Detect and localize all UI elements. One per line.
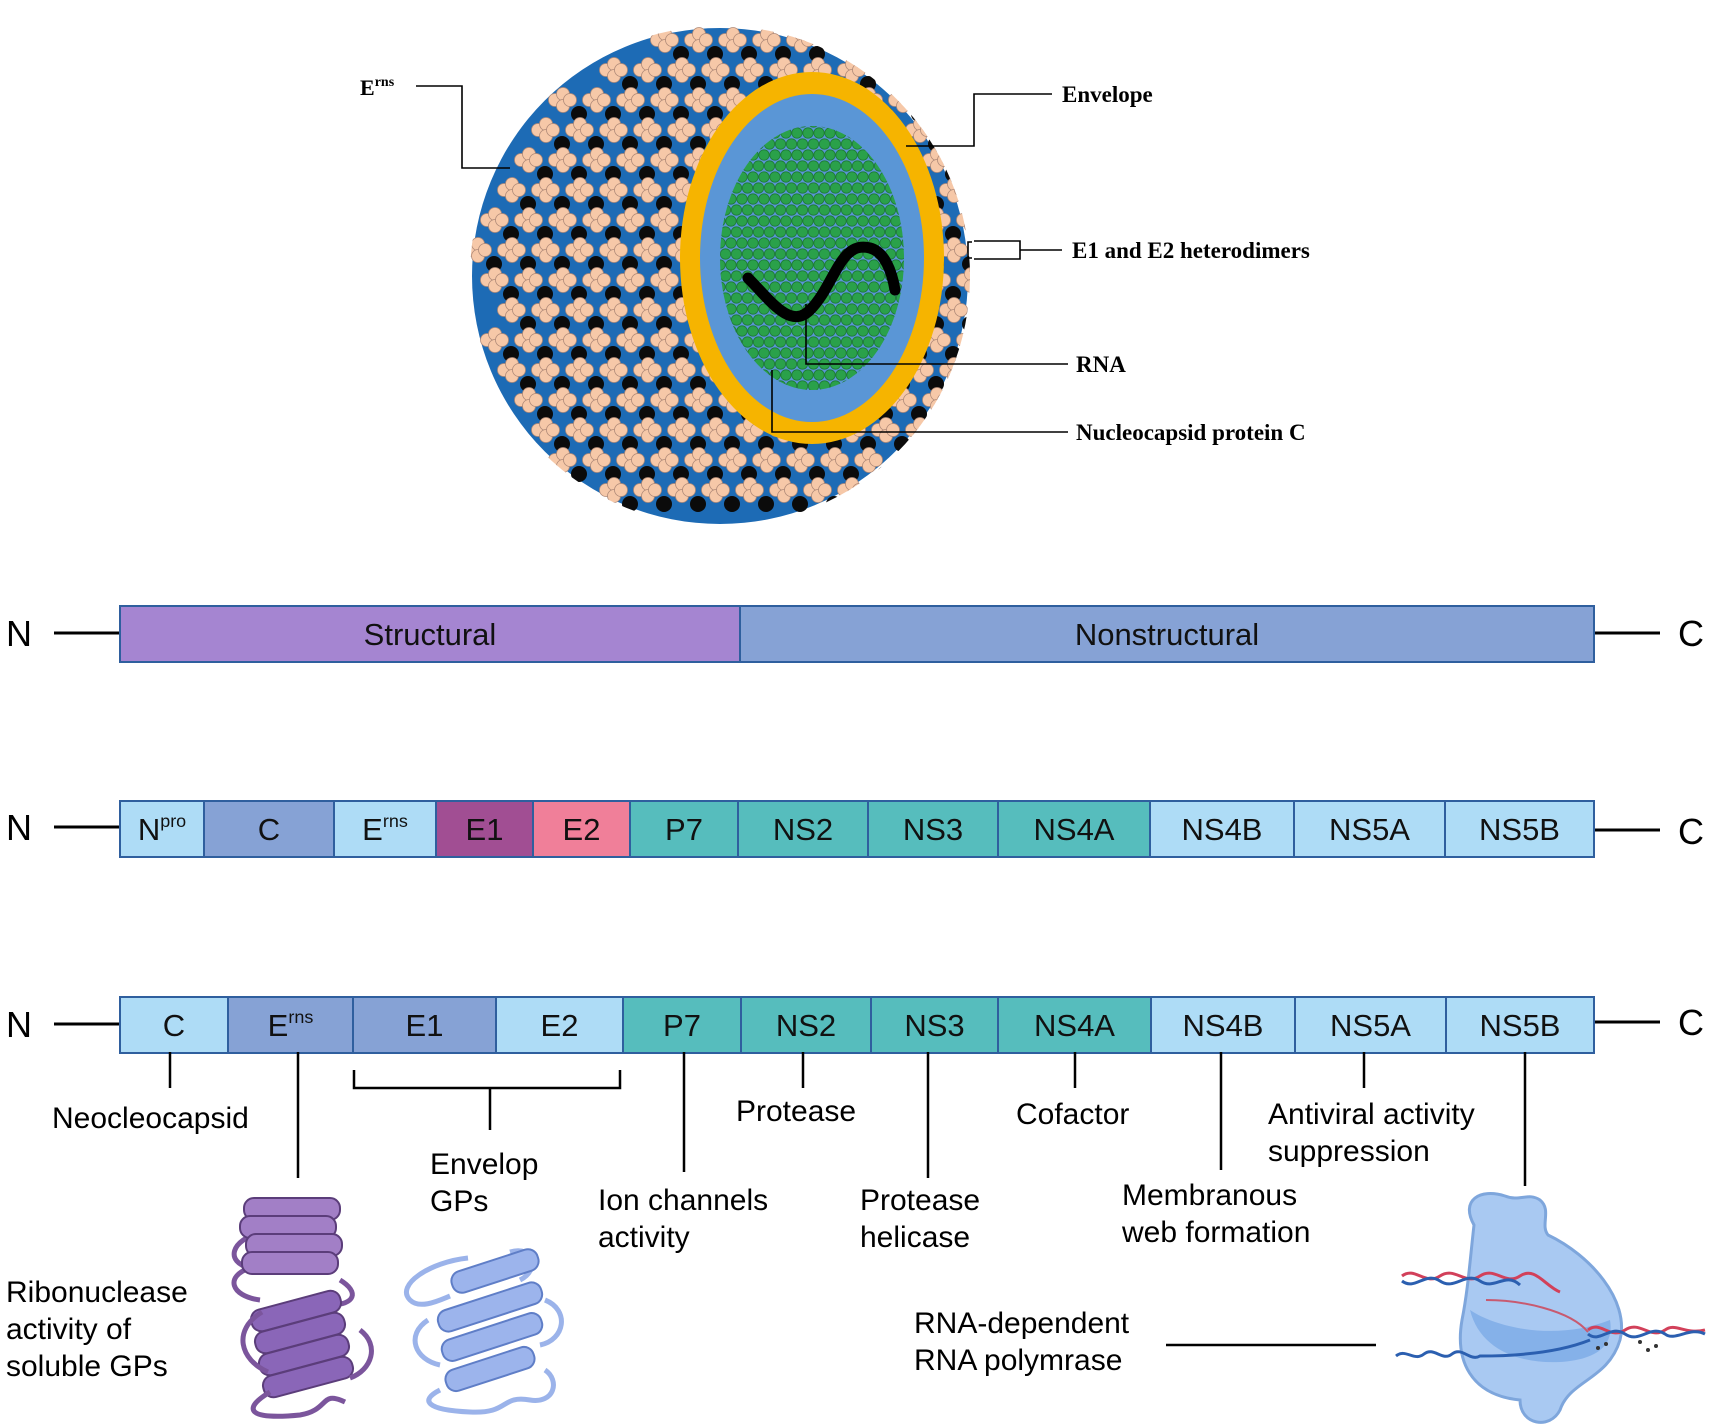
svg-text:C: C xyxy=(163,1008,185,1043)
svg-text:Erns: Erns xyxy=(362,811,408,847)
function-segment-e: Erns xyxy=(227,996,354,1054)
svg-text:P7: P7 xyxy=(665,812,703,847)
c-terminus-2: C xyxy=(1678,811,1704,852)
function-ns2: Protease xyxy=(736,1095,856,1128)
svg-text:NS4A: NS4A xyxy=(1034,812,1115,847)
svg-text:Erns: Erns xyxy=(268,1007,314,1043)
envelope-leader-line xyxy=(906,93,1052,147)
rna-polymerase-icon xyxy=(1395,1192,1706,1424)
function-row: N C C Erns E1 E2 P7 NS2 NS3 NS4A NS4B NS5A NS5B Ne… xyxy=(6,996,1706,1424)
protein-segment-ns3: NS3 xyxy=(867,800,999,858)
function-ns4b: Membranous web formation xyxy=(1121,1179,1310,1249)
function-p7: Ion channels activity xyxy=(598,1184,776,1254)
function-segment-e1: E1 xyxy=(352,996,497,1054)
label-e1e2: E1 and E2 heterodimers xyxy=(1072,238,1310,263)
protein-segment-ns5b: NS5B xyxy=(1444,800,1595,858)
svg-text:NS3: NS3 xyxy=(904,1008,964,1043)
erns-leader-line xyxy=(416,85,510,169)
protein-segment-e1: E1 xyxy=(435,800,534,858)
function-segment-p7: P7 xyxy=(622,996,742,1054)
n-terminus-2: N xyxy=(6,807,32,848)
rna-strand xyxy=(742,241,901,322)
protein-segment-ns5a: NS5A xyxy=(1293,800,1446,858)
svg-text:E1: E1 xyxy=(406,1008,444,1043)
function-ns5a: Antiviral activity suppression xyxy=(1268,1098,1483,1168)
svg-text:Structural: Structural xyxy=(364,617,497,652)
protein-segment-p7: P7 xyxy=(629,800,739,858)
c-terminus-3: C xyxy=(1678,1002,1704,1043)
function-segment-c: C xyxy=(119,996,229,1054)
function-segment-e2: E2 xyxy=(495,996,624,1054)
svg-text:E2: E2 xyxy=(563,812,601,847)
function-segment-ns4b: NS4B xyxy=(1150,996,1296,1054)
svg-text:E2: E2 xyxy=(541,1008,579,1043)
erns-protein-structure-icon xyxy=(231,1197,374,1419)
svg-text:NS2: NS2 xyxy=(776,1008,836,1043)
label-envelope: Envelope xyxy=(1062,82,1153,107)
proteins-row: N C Npro C Erns E1 E2 P7 NS2 NS3 NS4A NS4B NS5A NS5… xyxy=(6,800,1704,858)
svg-text:NS4A: NS4A xyxy=(1034,1008,1115,1043)
svg-text:Nonstructural: Nonstructural xyxy=(1075,617,1259,652)
function-segment-ns4a: NS4A xyxy=(997,996,1152,1054)
svg-text:C: C xyxy=(258,812,280,847)
svg-text:E1: E1 xyxy=(466,812,504,847)
function-ns3: Protease helicase xyxy=(860,1184,988,1254)
svg-text:NS5A: NS5A xyxy=(1329,812,1410,847)
n-terminus-1: N xyxy=(6,613,32,654)
label-erns: Erns xyxy=(360,75,395,100)
e1e2-bracket xyxy=(967,241,972,259)
c-terminus-1: C xyxy=(1678,613,1704,654)
protein-segment-n: Npro xyxy=(119,800,205,858)
svg-text:NS4B: NS4B xyxy=(1183,1008,1264,1043)
label-nucleocapsid: Nucleocapsid protein C xyxy=(1076,420,1306,445)
svg-text:NS3: NS3 xyxy=(903,812,963,847)
svg-text:NS5B: NS5B xyxy=(1480,1008,1561,1043)
function-ns5b: RNA-dependent RNA polymrase xyxy=(914,1307,1138,1377)
svg-text:NS5A: NS5A xyxy=(1330,1008,1411,1043)
function-segment-ns5b: NS5B xyxy=(1445,996,1595,1054)
polyprotein-row: N C Structural Nonstructural xyxy=(6,605,1704,663)
e1e2-connector-bracket xyxy=(352,1070,622,1130)
svg-text:P7: P7 xyxy=(663,1008,701,1043)
envelope-gp-structure-icon xyxy=(404,1248,564,1415)
svg-text:NS4B: NS4B xyxy=(1182,812,1263,847)
protein-segment-e: Erns xyxy=(333,800,437,858)
polyprotein-segment-structural: Structural xyxy=(119,605,741,663)
nucleocapsid-leader-line xyxy=(771,370,1068,433)
function-c: Neocleocapsid xyxy=(52,1102,249,1135)
protein-segment-ns4b: NS4B xyxy=(1149,800,1295,858)
protein-segment-e2: E2 xyxy=(532,800,631,858)
rna-leader-line xyxy=(805,304,1068,365)
function-erns: Ribonuclease activity of soluble GPs xyxy=(6,1276,196,1383)
svg-text:NS2: NS2 xyxy=(773,812,833,847)
function-segment-ns5a: NS5A xyxy=(1294,996,1447,1054)
protein-segment-c: C xyxy=(203,800,335,858)
n-terminus-3: N xyxy=(6,1004,32,1045)
protein-segment-ns4a: NS4A xyxy=(997,800,1151,858)
svg-text:NS5B: NS5B xyxy=(1479,812,1560,847)
e1e2-bracket-left xyxy=(974,240,1021,260)
function-ns4a: Cofactor xyxy=(1016,1098,1129,1131)
function-segment-ns3: NS3 xyxy=(870,996,999,1054)
label-rna: RNA xyxy=(1076,352,1126,377)
function-segment-ns2: NS2 xyxy=(740,996,872,1054)
polyprotein-segment-nonstructural: Nonstructural xyxy=(739,605,1595,663)
svg-text:Npro: Npro xyxy=(138,811,186,847)
virion-illustration: Erns Envelope E1 and E2 heterodimers RNA… xyxy=(360,27,1310,524)
function-e1e2: Envelop GPs xyxy=(430,1148,547,1218)
protein-segment-ns2: NS2 xyxy=(737,800,869,858)
